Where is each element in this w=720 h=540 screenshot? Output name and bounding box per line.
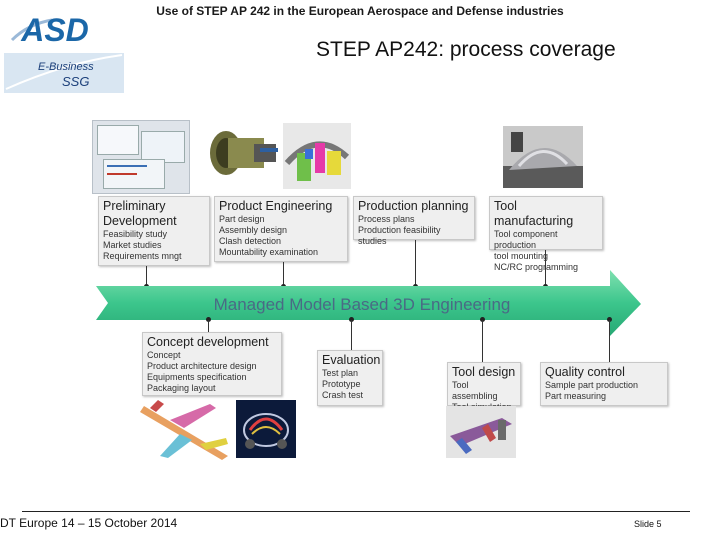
connector-dot	[607, 317, 612, 322]
tool-design-image	[446, 406, 516, 458]
box-line: Product architecture design	[147, 361, 257, 371]
ebusiness-text: E-Business	[38, 61, 94, 73]
slide-number: Slide 5	[634, 519, 662, 529]
ssg-text: SSG	[62, 74, 89, 89]
ebusiness-ssg-logo: E-Business SSG	[4, 53, 124, 93]
connector-dot	[206, 317, 211, 322]
box-title: Production planning	[358, 199, 469, 213]
box-title: Tool design	[452, 365, 516, 379]
preliminary-development-box: Preliminary Development Feasibility stud…	[98, 196, 210, 266]
connector-dot	[349, 317, 354, 322]
tooling-fixture-image	[283, 123, 351, 189]
box-line: Market studies	[103, 240, 162, 250]
box-line: Production feasibility studies	[358, 225, 441, 246]
quality-control-box: Quality control Sample part production P…	[540, 362, 668, 406]
product-engineering-box: Product Engineering Part design Assembly…	[214, 196, 348, 262]
box-line: tool mounting	[494, 251, 549, 261]
box-line: Crash test	[322, 390, 364, 400]
connector-line	[482, 320, 483, 362]
box-line: Mountability examination	[219, 247, 319, 257]
concept-development-box: Concept development Concept Product arch…	[142, 332, 282, 396]
asd-logo-text: ASD	[20, 12, 89, 48]
box-line: Requirements mngt	[103, 251, 182, 261]
connector-line	[545, 250, 546, 286]
connector-dot	[480, 317, 485, 322]
box-line: Part design	[219, 214, 265, 224]
box-line: Concept	[147, 350, 181, 360]
box-line: Sample part production	[545, 380, 639, 390]
tool-manufacturing-box: Tool manufacturing Tool component produc…	[489, 196, 603, 272]
tool-manufacturing-image	[503, 126, 583, 188]
header-text: Use of STEP AP 242 in the European Aeros…	[156, 4, 564, 18]
box-title: Evaluation	[322, 353, 381, 367]
box-line: Clash detection	[219, 236, 282, 246]
box-title: Quality control	[545, 365, 625, 379]
box-line: Tool component production	[494, 229, 558, 250]
box-line: Part measuring	[545, 391, 607, 401]
production-planning-box: Production planning Process plans Produc…	[353, 196, 475, 246]
connector-line	[208, 320, 209, 332]
connector-line	[609, 320, 610, 362]
tool-design-box: Tool design Tool assembling Tool simulat…	[447, 362, 521, 412]
connector-line	[415, 240, 416, 286]
connector-line	[351, 320, 352, 350]
box-title: Concept development	[147, 335, 269, 349]
box-line: Feasibility study	[103, 229, 168, 239]
box-line: Test plan	[322, 368, 359, 378]
box-line: Equipments specification	[147, 372, 247, 382]
evaluation-box: Evaluation Test plan Prototype Crash tes…	[317, 350, 383, 406]
box-line: Process plans	[358, 214, 415, 224]
box-title: Product Engineering	[219, 199, 333, 213]
connector-line	[146, 266, 147, 286]
engine-image	[204, 126, 280, 180]
process-flow-arrow: Managed Model Based 3D Engineering	[96, 270, 641, 336]
box-title: Preliminary Development	[103, 199, 177, 228]
preliminary-screenshot-image	[92, 120, 190, 194]
footer-divider	[22, 511, 690, 512]
box-line: Assembly design	[219, 225, 288, 235]
vehicle-render-image	[236, 400, 296, 458]
arrow-label: Managed Model Based 3D Engineering	[214, 295, 511, 314]
box-line: Prototype	[322, 379, 361, 389]
footer-event-text: DT Europe 14 – 15 October 2014	[0, 516, 178, 530]
asd-logo: ASD	[10, 12, 89, 48]
connector-line	[283, 262, 284, 286]
box-line: NC/RC programming	[494, 262, 579, 272]
aircraft-fea-image	[140, 398, 232, 462]
box-line: Tool assembling	[452, 380, 498, 401]
slide-title: STEP AP242: process coverage	[316, 38, 616, 61]
box-title: Tool manufacturing	[494, 199, 574, 228]
box-line: Packaging layout	[147, 383, 216, 393]
